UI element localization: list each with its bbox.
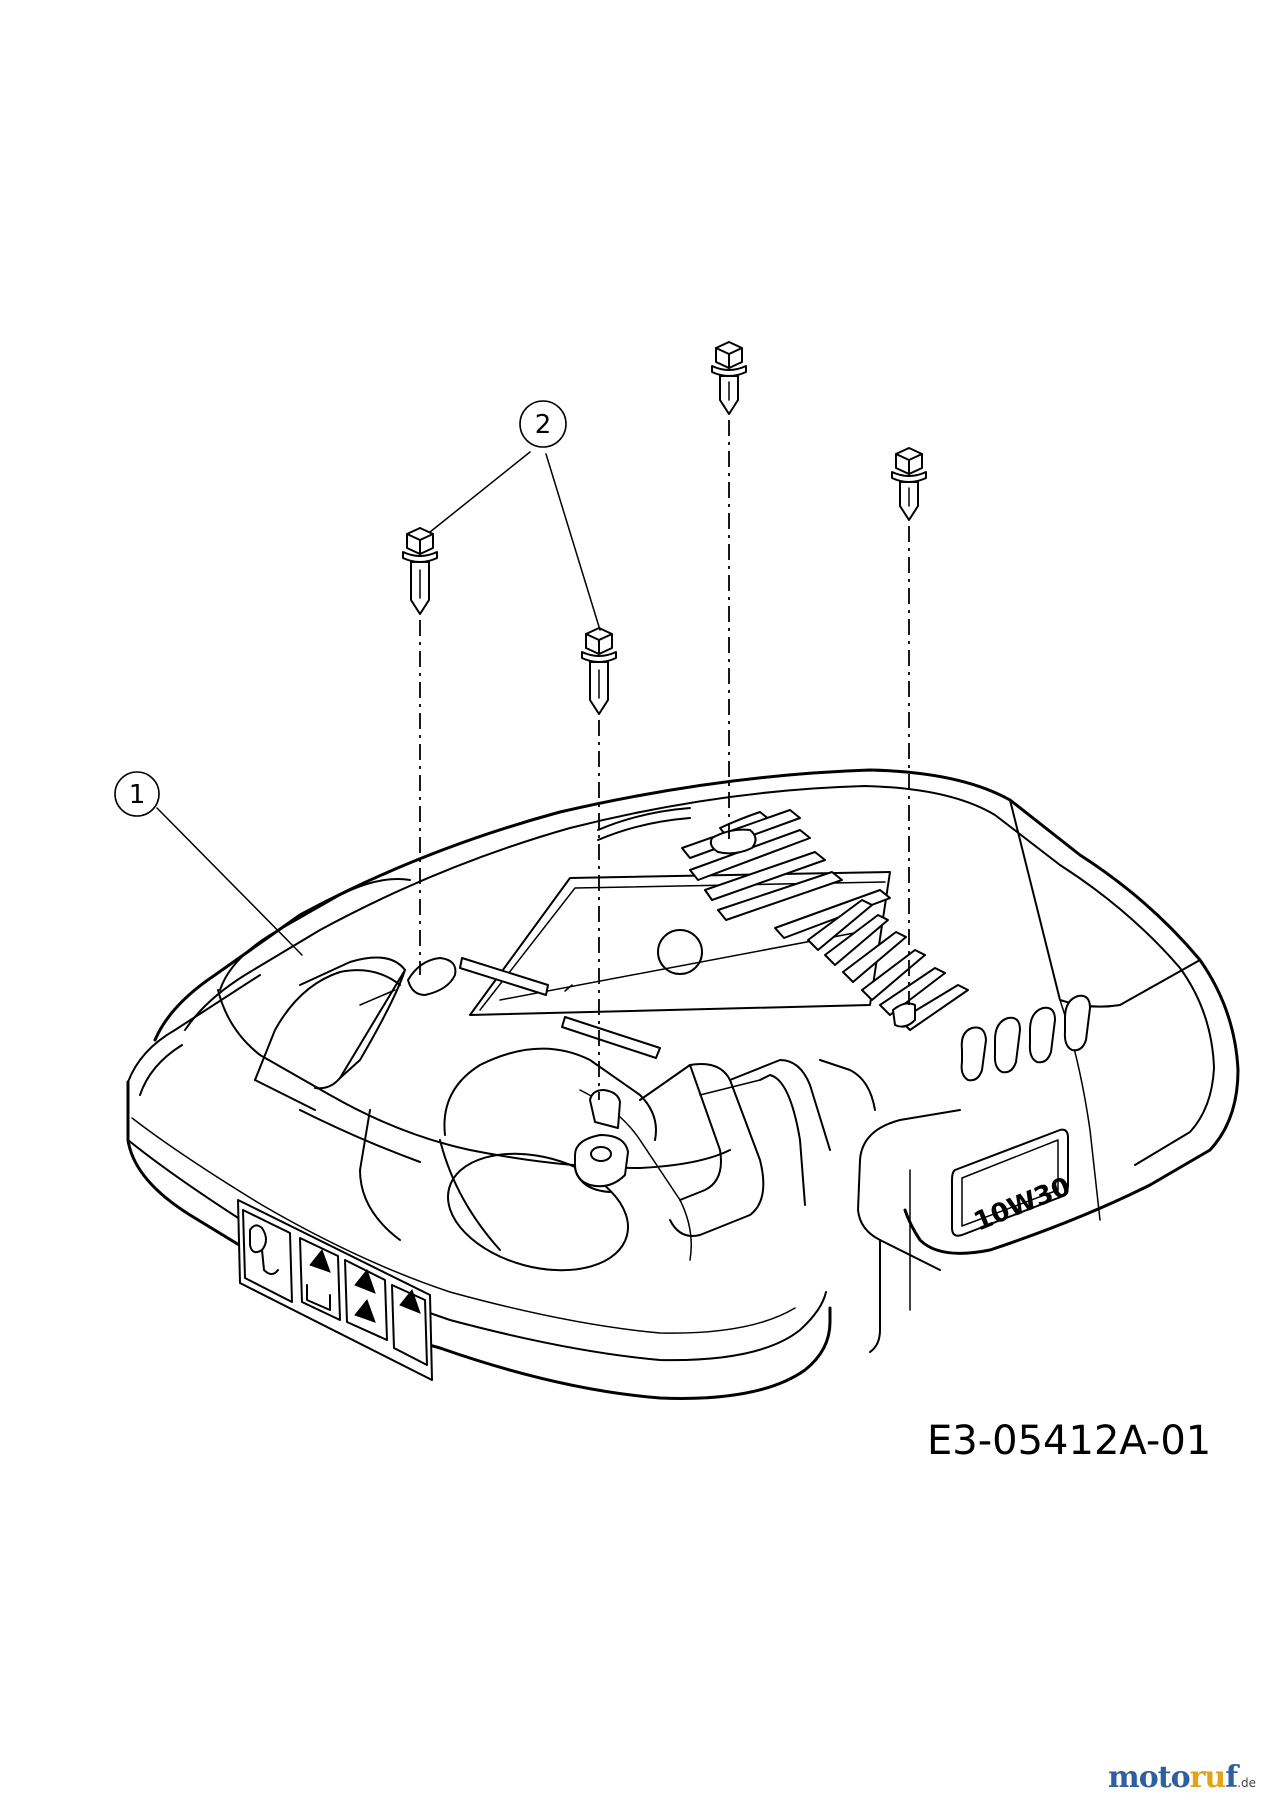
watermark-suffix: .de [1237,1776,1256,1790]
screw-rear-center [711,341,747,415]
callout-1: 1 [114,771,303,956]
warning-label [237,1199,433,1381]
side-vent-slots [960,994,1091,1082]
assembly-centerlines [419,420,910,1100]
screw-front-center [581,627,617,715]
screw-front-left [402,527,438,615]
callout-2: 2 [429,400,601,631]
screw-rear-right [891,447,927,521]
callout-2-label: 2 [535,410,552,440]
oil-grade-badge: 10W30 [951,1128,1075,1237]
watermark-part-a: moto [1108,1760,1191,1795]
watermark-part-b: ru [1189,1760,1227,1795]
drawing-code: E3-05412A-01 [927,1418,1212,1464]
watermark-part-c: f [1225,1760,1238,1795]
callout-1-label: 1 [129,780,146,810]
watermark-logo: motoruf.de [1108,1760,1256,1795]
engine-cover: 10W30 [126,768,1240,1400]
